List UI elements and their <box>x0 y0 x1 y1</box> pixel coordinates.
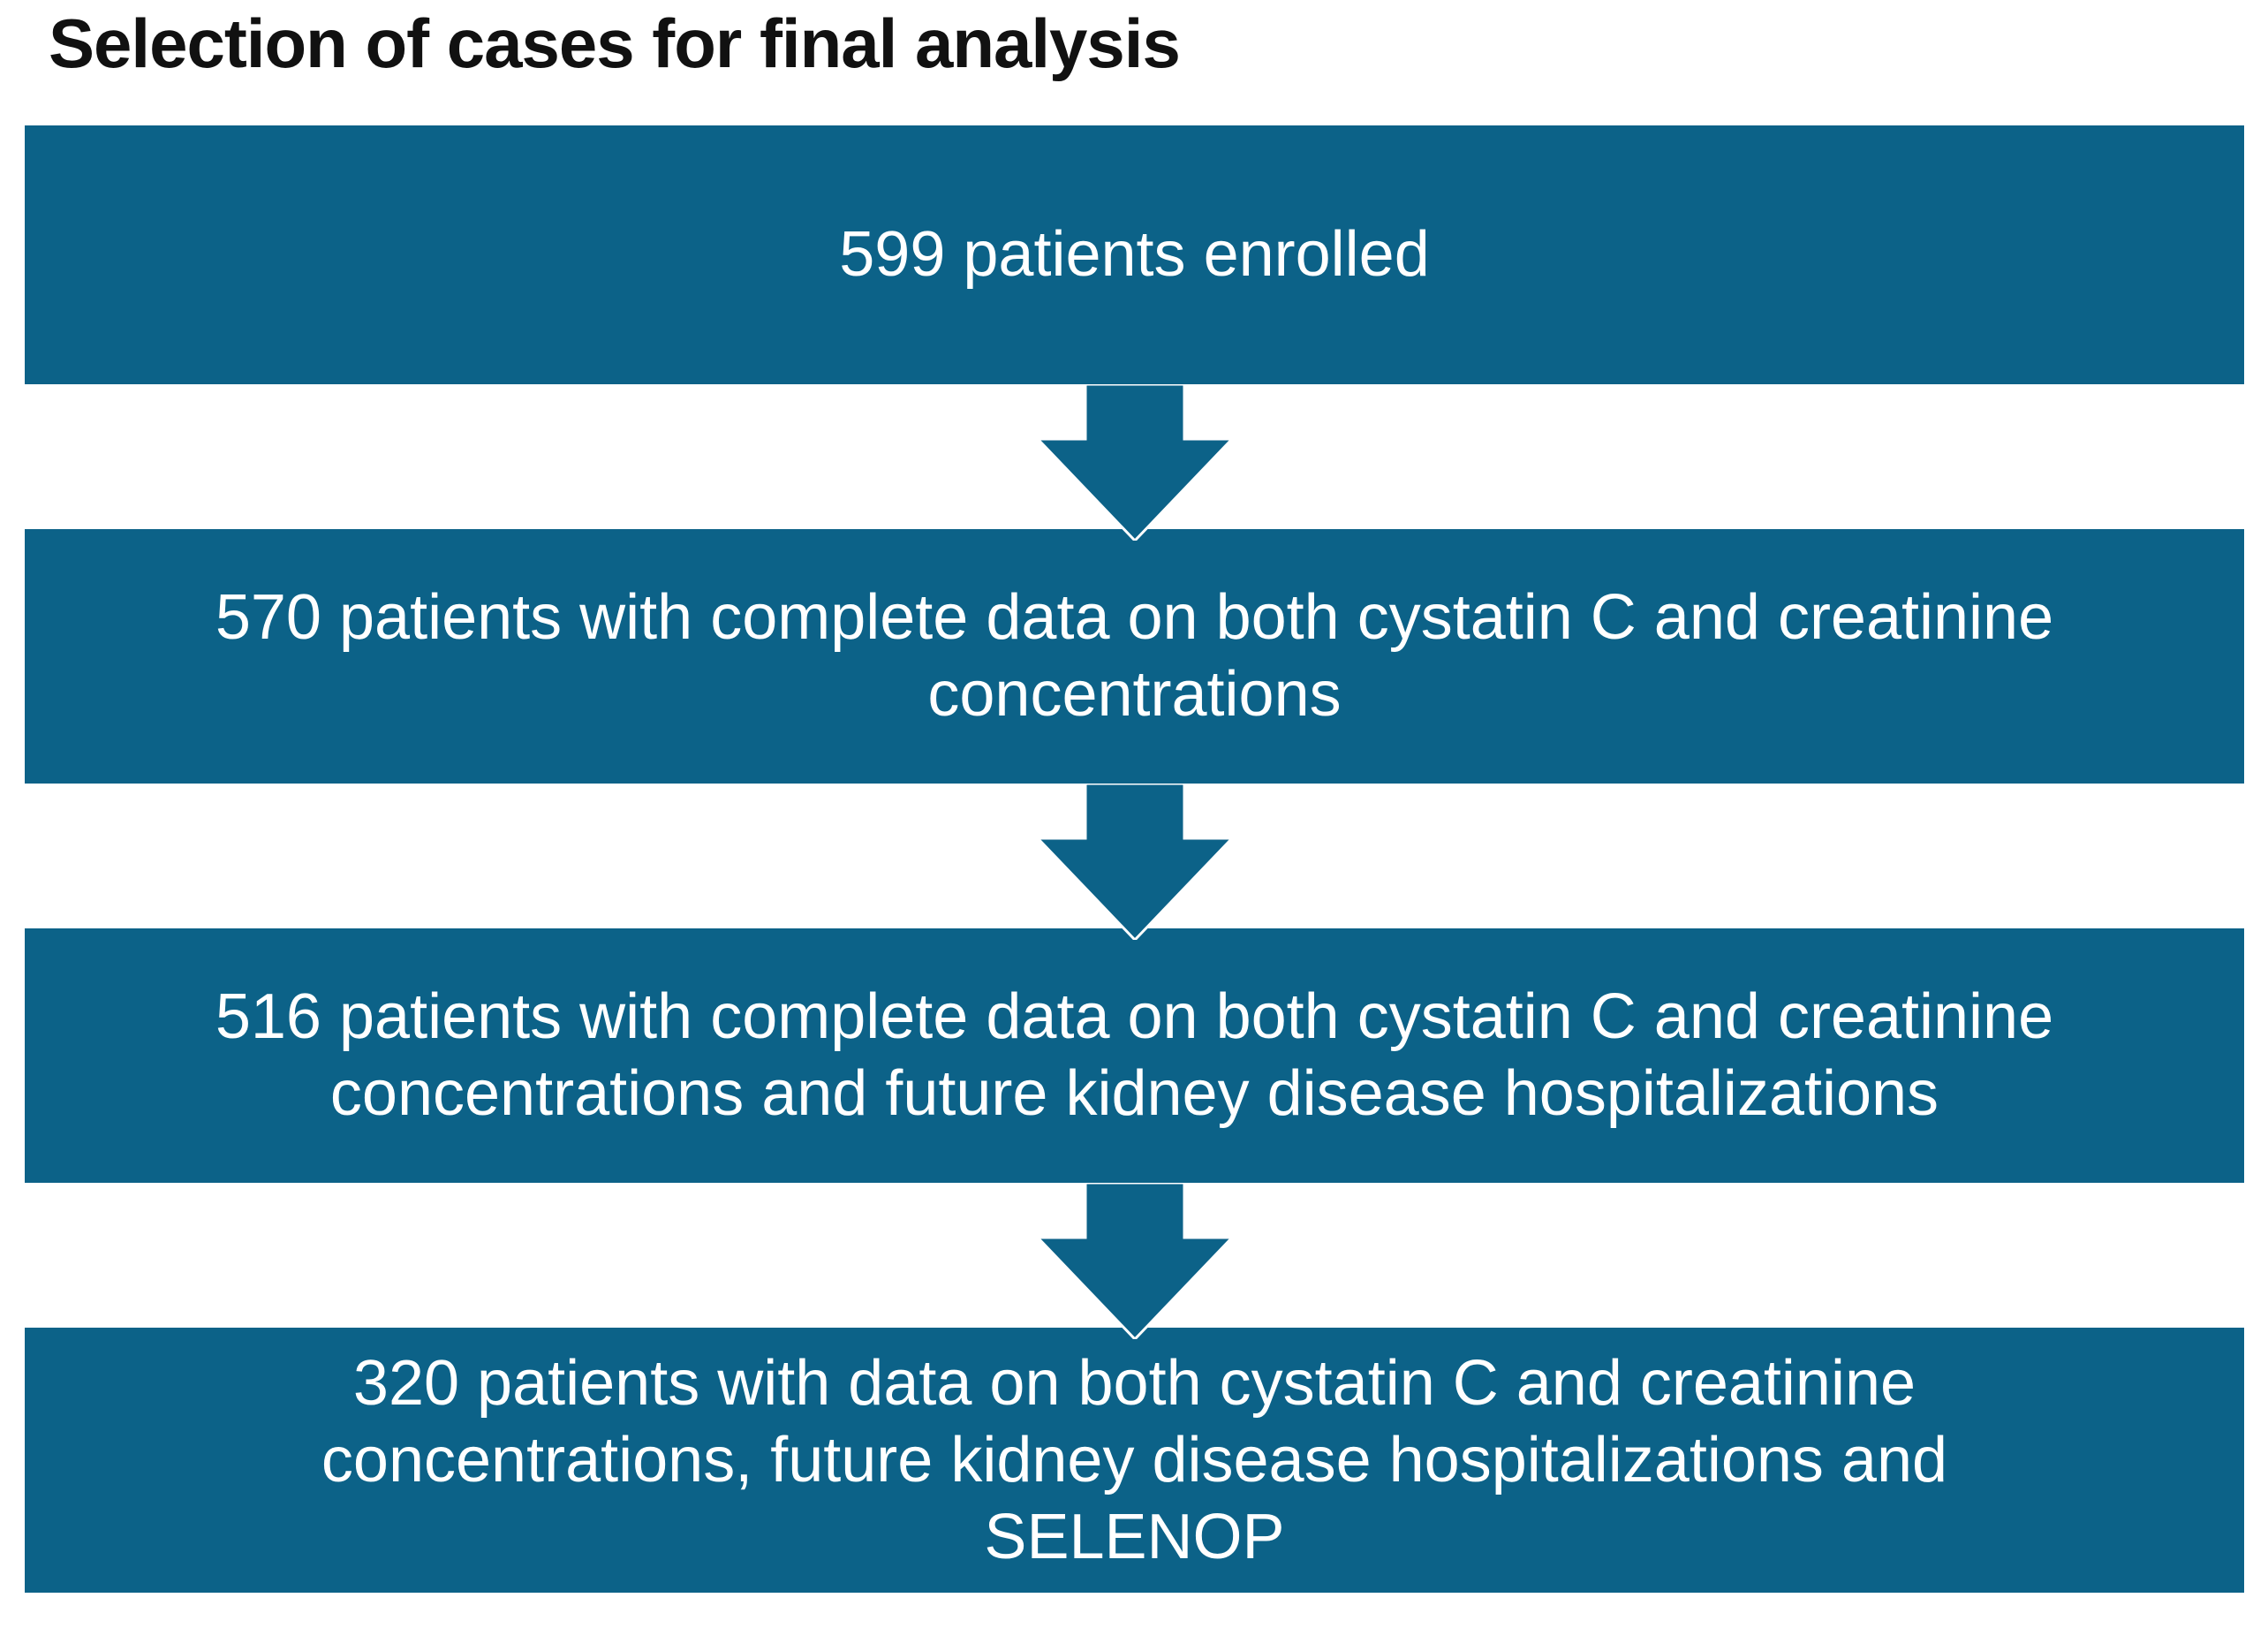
down-arrow-icon <box>1037 1183 1232 1340</box>
box-text-line: 599 patients enrolled <box>839 219 1430 291</box>
flowchart: 599 patients enrolled 570 patients with … <box>25 125 2244 1594</box>
flow-box-selenop: 320 patients with data on both cystatin … <box>25 1328 2244 1594</box>
flow-box-enrolled: 599 patients enrolled <box>25 125 2244 385</box>
box-text-line: concentrations, future kidney disease ho… <box>321 1424 1948 1495</box>
box-text-line: 570 patients with complete data on both … <box>215 582 2054 654</box>
box-text-line: 320 patients with data on both cystatin … <box>352 1347 1916 1419</box>
flow-box-complete-data-and-hospitalizations: 516 patients with complete data on both … <box>25 928 2244 1184</box>
down-arrow-icon <box>1037 384 1232 541</box>
flow-box-complete-data: 570 patients with complete data on both … <box>25 529 2244 784</box>
connector-gap <box>25 384 2244 541</box>
box-text-line: concentrations and future kidney disease… <box>329 1058 1939 1130</box>
connector-gap <box>25 784 2244 941</box>
box-text-line: SELENOP <box>984 1501 1285 1572</box>
connector-gap <box>25 1183 2244 1340</box>
box-text-line: 516 patients with complete data on both … <box>215 981 2054 1053</box>
down-arrow-icon <box>1037 784 1232 941</box>
box-text-line: concentrations <box>927 659 1342 731</box>
page-title: Selection of cases for final analysis <box>49 4 1181 82</box>
